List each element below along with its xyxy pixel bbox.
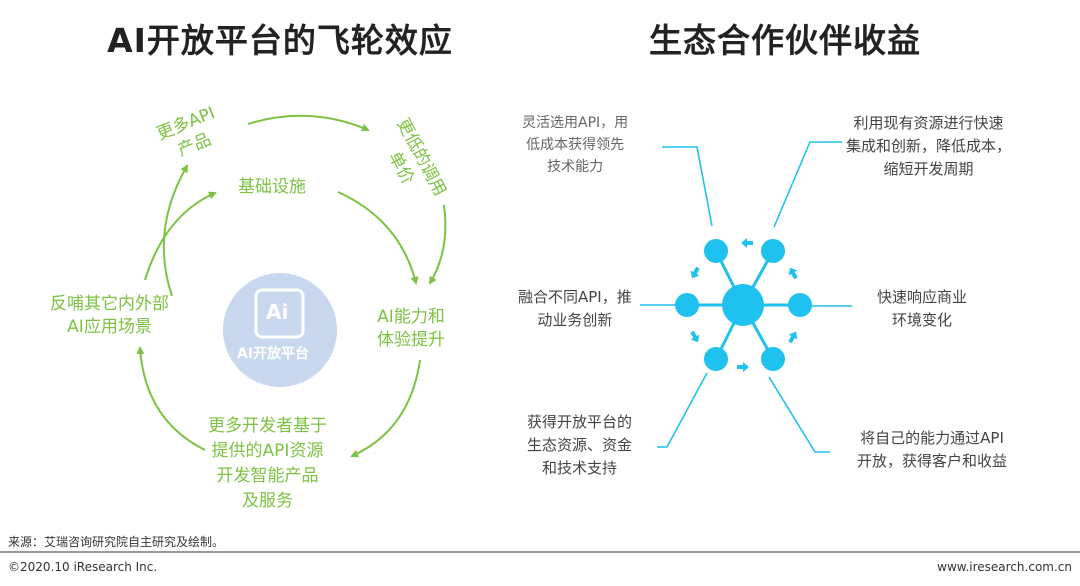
benefit-mid-left: 融合不同API，推 动业务创新	[518, 286, 632, 332]
arrow-infra-to-capability	[337, 191, 419, 285]
arrow-lower-price-to-capability	[428, 204, 447, 285]
arrow-feedback-to-more-api	[162, 164, 189, 297]
benefit-line: 利用现有资源进行快速	[853, 114, 1004, 132]
node-capability: AI能力和 体验提升	[377, 306, 445, 352]
leader-bottom-left	[657, 372, 708, 448]
benefit-line: 灵活选用API，用	[522, 115, 629, 131]
hub-node	[722, 284, 764, 326]
benefit-mid-right: 快速响应商业 环境变化	[877, 286, 967, 332]
left-title: AI开放平台的飞轮效应	[107, 21, 453, 60]
leader-top-right	[773, 141, 842, 228]
benefit-bottom-right: 将自己的能力通过API 开放，获得客户和收益	[857, 427, 1007, 473]
ai-platform-circle	[223, 273, 337, 387]
node-line: 基础设施	[238, 177, 306, 197]
source-note: 来源：艾瑞咨询研究院自主研究及绘制。	[8, 535, 225, 549]
benefit-line: 技术能力	[547, 159, 604, 175]
cycle-arrow-icon	[690, 266, 700, 279]
partner-node	[704, 347, 728, 371]
benefit-line: 和技术支持	[542, 459, 618, 477]
benefit-line: 低成本获得领先	[526, 137, 625, 153]
footer-divider	[0, 551, 1080, 553]
node-line: AI应用场景	[67, 317, 152, 337]
partner-node	[761, 239, 785, 263]
cycle-arrow-icon	[741, 238, 753, 248]
node-developers: 更多开发者基于 提供的API资源 开发智能产品 及服务	[208, 414, 327, 514]
node-line: 反哺其它内外部	[50, 294, 169, 314]
benefit-line: 动业务创新	[537, 311, 613, 329]
copyright: ©2020.10 iResearch Inc.	[8, 560, 158, 574]
benefit-top-left: 灵活选用API，用 低成本获得领先 技术能力	[522, 112, 628, 178]
leader-top-left	[662, 146, 713, 227]
leader-bottom-right	[768, 376, 830, 453]
ai-icon	[254, 288, 305, 339]
benefit-bottom-left: 获得开放平台的 生态资源、资金 和技术支持	[527, 411, 632, 480]
arrow-feedback-to-infra	[144, 191, 217, 281]
website: www.iresearch.com.cn	[937, 560, 1072, 574]
arrow-capability-to-developers	[350, 359, 421, 458]
benefit-line: 融合不同API，推	[518, 288, 632, 306]
arrow-more-api-to-lower-price	[247, 114, 370, 132]
benefit-line: 获得开放平台的	[527, 413, 633, 431]
right-title: 生态合作伙伴收益	[649, 21, 921, 60]
node-line: 更多开发者基于	[208, 416, 327, 436]
benefit-line: 集成和创新，降低成本，	[846, 137, 1012, 155]
arrow-developers-to-feedback	[136, 346, 206, 451]
node-line: 体验提升	[377, 330, 445, 350]
partner-node	[761, 347, 785, 371]
cycle-arrow-icon	[737, 362, 749, 372]
node-line: 及服务	[242, 491, 293, 511]
partner-node	[788, 293, 812, 317]
benefit-line: 将自己的能力通过API	[860, 429, 1004, 447]
benefit-line: 开放，获得客户和收益	[857, 452, 1008, 470]
leader-lines	[640, 141, 852, 453]
benefit-top-right: 利用现有资源进行快速 集成和创新，降低成本， 缩短开发周期	[846, 112, 1011, 181]
ai-icon-text: Ai	[266, 300, 289, 324]
node-infrastructure: 基础设施	[238, 176, 306, 199]
cycle-arrow-icon	[788, 267, 798, 280]
node-line: AI能力和	[377, 307, 445, 327]
benefit-line: 环境变化	[892, 311, 953, 329]
benefit-line: 缩短开发周期	[883, 160, 974, 178]
benefit-line: 生态资源、资金	[527, 436, 633, 454]
cycle-arrow-icon	[690, 330, 700, 343]
cycle-arrow-icon	[788, 331, 798, 344]
partner-node	[704, 239, 728, 263]
node-feedback: 反哺其它内外部 AI应用场景	[50, 293, 169, 339]
node-line: 开发智能产品	[216, 466, 319, 486]
benefit-line: 快速响应商业	[877, 288, 968, 306]
partner-node	[675, 293, 699, 317]
node-line: 提供的API资源	[211, 441, 324, 461]
ai-platform-label: AI开放平台	[237, 346, 310, 362]
